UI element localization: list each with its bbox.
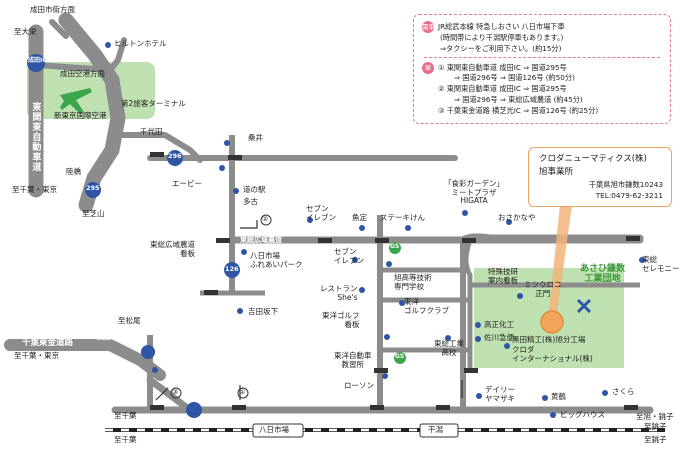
label-chiba-togane: 千葉東金道路: [22, 338, 74, 348]
route2-line1: ② 東関東自動車道 成田IC ⇒ 国道295号: [438, 84, 567, 93]
label-to-chiba-tokyo: 至千葉・東京: [12, 185, 57, 194]
label-narita-city: 成田市街方面: [30, 5, 75, 14]
route3-line1: ③ 千葉東金道路 横芝光IC ⇒ 国道126号 (約25分): [438, 106, 599, 115]
higata-station-box: [419, 423, 459, 438]
label-higata: 干潟: [428, 425, 443, 434]
label-asahi-school: 旭高等技術 専門学校: [394, 273, 432, 291]
label-seven2: セブン イレブン: [334, 247, 364, 265]
train-line2: (時間帯により干潟駅停車もあります。): [440, 33, 564, 42]
label-higashicho: 東総 セレモニー: [642, 255, 680, 273]
traffic-signals: [150, 152, 640, 410]
label-toyo-golf: 東洋ゴルフ 看板: [322, 311, 360, 329]
train-badge: 電車: [422, 21, 435, 33]
label-circle2: ②: [262, 215, 269, 223]
label-r295: 295: [86, 184, 100, 192]
office-tel: TEL:0479-62-3211: [595, 191, 663, 200]
label-dairy: デイリー ヤマザキ: [485, 385, 515, 403]
label-circle3: ③: [172, 388, 179, 396]
train-line1: JR総武本線 特急しおさい 八日市場下車: [438, 22, 565, 31]
label-airport: 新東京国際空港: [54, 111, 107, 120]
label-ag-road-sign: 東総広域農道 看板: [150, 240, 195, 258]
poi-dots: [105, 42, 645, 418]
label-yoshida: 吉田坂下: [248, 307, 278, 316]
office-company: クロダニューマティクス(株): [539, 154, 647, 164]
route1-line2: ⇒ 国道296号 ⇒ 国道126号 (約50分): [454, 73, 575, 82]
label-uogen: 魚定: [352, 213, 367, 222]
label-sakura: さくら: [612, 387, 635, 396]
label-michinoeki: 道の駅: [243, 185, 266, 194]
label-tosou-koko: 東総工業 高校: [434, 339, 464, 357]
ic-markers: [27, 54, 240, 418]
label-to-choshi2: 至銚子: [644, 435, 667, 444]
label-to-shibayama: 至芝山: [82, 209, 105, 218]
label-hilton: ヒルトンホテル: [114, 39, 167, 48]
label-to-chiba2: 至千葉: [114, 435, 137, 444]
label-bighouse: ビッグハウス: [560, 410, 605, 419]
label-to-omiya: 至大栄: [14, 27, 37, 36]
tosou-agri-road: [228, 233, 644, 244]
office-name: 旭事業所: [539, 167, 574, 177]
label-asahi-line: 東総広域農道: [240, 236, 282, 244]
label-restaurant: レストラン She's: [320, 284, 358, 302]
label-steakken: ステーキけん: [380, 213, 425, 222]
label-kirin: 黄鶴: [551, 392, 566, 401]
office-callout: クロダニューマティクス(株) 旭事業所 千葉県旭市鎌数10243 TEL:047…: [528, 147, 672, 207]
youkaichiba-station-box: [252, 423, 304, 438]
label-miturouco: ミツウロコ 正門: [524, 280, 562, 298]
chiba-togane-road: [4, 339, 166, 381]
label-to-choshi1: 至銚子: [644, 422, 667, 431]
label-rikubashi: 陸橋: [66, 167, 81, 176]
route2-line2: ⇒ 国道296号 ⇒ 東総広域農道 (約45分): [454, 95, 583, 104]
label-to-matsuo: 至松尾: [118, 316, 141, 325]
higashikanto-expressway: [28, 12, 126, 213]
gs-markers: [389, 242, 406, 364]
label-gs2: GS: [395, 353, 405, 360]
car-badge: 車: [422, 62, 434, 74]
route-number-circles: [170, 214, 272, 399]
label-kuroda-intl: クロダ インターナショナル(株): [512, 345, 593, 363]
label-tago: 多古: [243, 197, 258, 206]
label-fureai: 八日市場 ふれあいパーク: [250, 251, 303, 269]
label-togolf-club: 東洋 ゴルフクラブ: [404, 297, 449, 315]
office-address: 千葉県旭市鎌数10243: [588, 180, 663, 189]
label-okasaya: おさかなや: [498, 213, 536, 222]
train-line3: ⇒タクシーをご利用下さい。(約15分): [440, 44, 562, 53]
label-industrial: あさひ鎌数 工業団地: [580, 264, 626, 285]
route1-line1: ① 東関東自動車道 成田IC ⇒ 国道295号: [438, 63, 567, 72]
label-narita-ic: 成田IC: [28, 57, 47, 64]
direction-arrows: [155, 220, 463, 401]
label-airport-dir: 成田空港方面: [60, 69, 105, 78]
label-seven1: セブン イレブン: [306, 204, 336, 222]
label-higashikanto: 東関東自動車道: [30, 102, 41, 172]
label-takaoka: 高正化工: [484, 320, 514, 329]
label-r126: 126: [225, 265, 239, 273]
label-chiyoda: 千代田: [140, 127, 163, 136]
label-sakawa: 佐川急便: [484, 333, 514, 342]
label-to-asahi-choshi: 至旭・銚子: [636, 412, 674, 421]
label-r296: 296: [168, 152, 182, 160]
label-gs1: GS: [390, 243, 400, 250]
label-sakai: 桑井: [248, 133, 263, 142]
label-to-chiba1: 至千葉: [114, 411, 137, 420]
label-tokushu: 特殊技研 案内看板: [488, 267, 518, 285]
label-lawson: ローソン: [344, 381, 374, 390]
label-to-chiba-tokyo2: 至千葉・東京: [14, 351, 59, 360]
label-terminal2: 第2旅客ターミナル: [121, 99, 186, 108]
airplane-icon: [60, 88, 92, 114]
label-toyo-jidosha: 東洋自動車 教習所: [334, 351, 372, 369]
label-yokoshiba-ic: 横芝光IC: [96, 333, 123, 341]
label-youkaichiba: 八日市場: [259, 425, 289, 434]
label-shokudo-garden: 「食彩ガーデン」 ミートプラザ HIGATA: [444, 179, 504, 206]
label-eeby: エービー: [172, 179, 202, 188]
label-circle1: ①: [239, 388, 246, 396]
label-kuroda-gen: 黒田精工(株)旭分工場: [512, 335, 586, 344]
destination-marker: [540, 205, 592, 334]
